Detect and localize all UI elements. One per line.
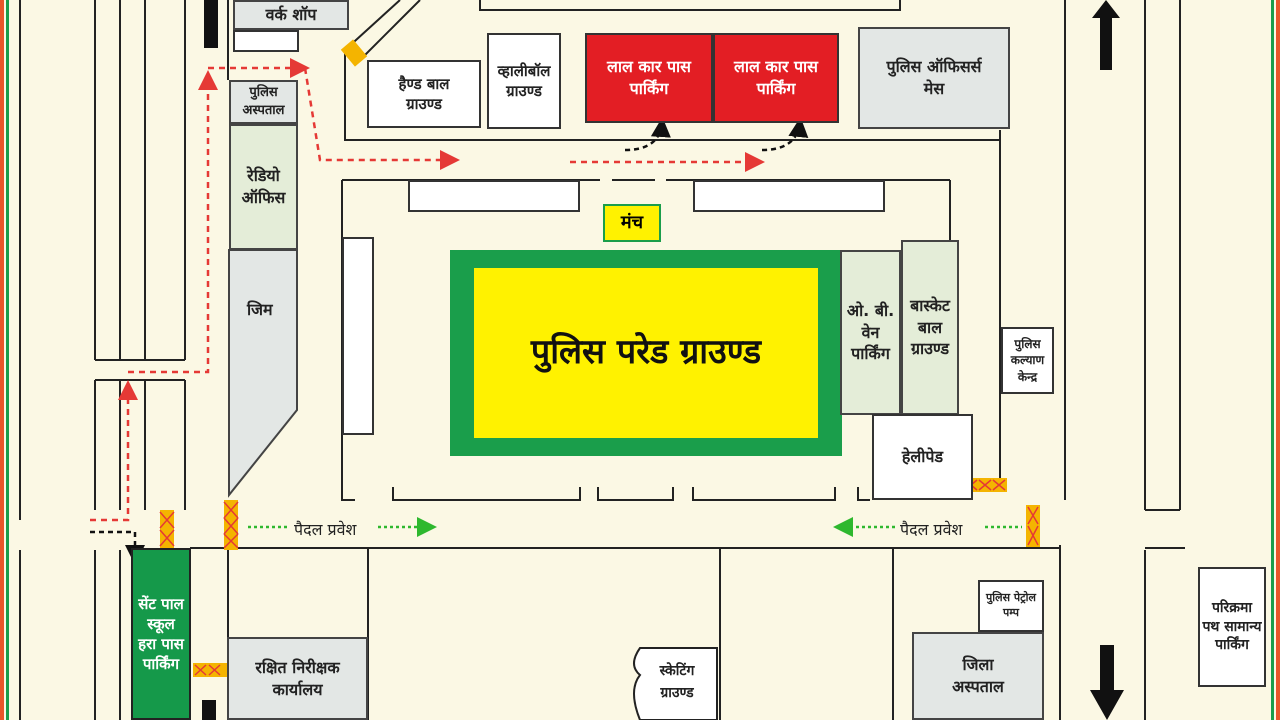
volleyball-ground: व्हालीबॉल ग्राउण्ड xyxy=(487,33,561,129)
frame-right-green xyxy=(1271,0,1274,720)
work-shop: वर्क शॉप xyxy=(233,0,349,30)
frame-right-orange xyxy=(1276,0,1280,720)
reserve-inspector-office: रक्षित निरीक्षक कार्यालय xyxy=(227,637,368,720)
parade-ground-label: पुलिस परेड ग्राउण्ड xyxy=(474,268,818,438)
police-hospital: पुलिस अस्पताल xyxy=(229,80,298,124)
north-arrow-icon xyxy=(1092,0,1120,70)
handball-ground: हैण्ड बाल ग्राउण्ड xyxy=(367,60,481,128)
helipad: हेलीपेड xyxy=(872,414,973,500)
district-hospital: जिला अस्पताल xyxy=(912,632,1044,720)
basketball-ground: बास्केट बाल ग्राउण्ड xyxy=(901,240,959,415)
parikrama-path-parking: परिक्रमा पथ सामान्य पार्किंग xyxy=(1198,567,1266,687)
frame-left-green xyxy=(6,0,9,720)
skating-ground-label: स्केटिंग ग्राउण्ड xyxy=(659,663,695,702)
wall-block xyxy=(408,180,580,212)
red-car-parking-2: लाल कार पास पार्किंग xyxy=(713,33,839,123)
wall-block xyxy=(342,237,374,435)
police-welfare-centre: पुलिस कल्याण केन्द्र xyxy=(1001,327,1054,394)
south-arrow-icon xyxy=(1090,645,1124,720)
frame-left-orange xyxy=(0,0,4,720)
st-paul-school-parking: सेंट पाल स्कूल हरा पास पार्किंग xyxy=(131,548,191,720)
pedestrian-entry-left: पैदल प्रवेश xyxy=(294,520,357,539)
radio-office: रेडियो ऑफिस xyxy=(229,124,298,250)
gym-label: जिम xyxy=(247,300,273,319)
wall-block xyxy=(693,180,885,212)
red-car-parking-1: लाल कार पास पार्किंग xyxy=(585,33,713,123)
gate-marker-bottom xyxy=(202,700,216,720)
pedestrian-entry-right: पैदल प्रवेश xyxy=(900,520,963,539)
stage: मंच xyxy=(603,204,661,242)
parade-ground: पुलिस परेड ग्राउण्ड xyxy=(450,250,842,456)
gate-marker-top xyxy=(204,0,218,48)
work-shop-annex xyxy=(233,30,299,52)
police-petrol-pump: पुलिस पेट्रोल पम्प xyxy=(978,580,1044,632)
barricades xyxy=(159,39,1040,677)
ob-van-parking: ओ. बी. वेन पार्किंग xyxy=(840,250,901,415)
officers-mess: पुलिस ऑफिसर्स मेस xyxy=(858,27,1010,129)
gym-shape xyxy=(228,249,298,498)
